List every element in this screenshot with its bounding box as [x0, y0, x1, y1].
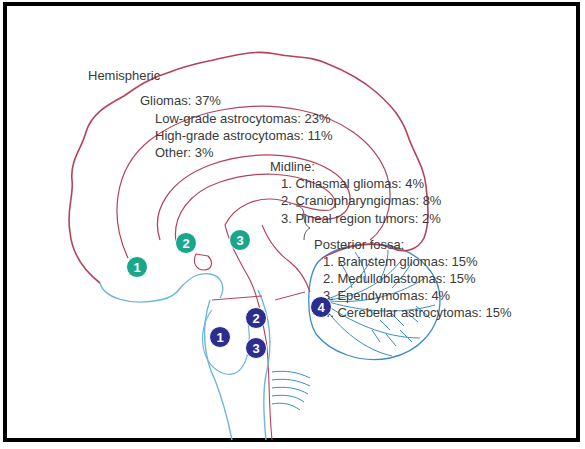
circle-fill	[311, 297, 332, 318]
circle-fill	[230, 230, 251, 251]
callout-number: 3	[236, 233, 243, 248]
tumor-label: 1. Chiasmal gliomas: 4%	[281, 176, 424, 192]
frame-border	[5, 4, 578, 440]
ventricle-line	[225, 225, 272, 440]
frontal-base	[100, 283, 182, 302]
callout-number: 2	[252, 311, 259, 326]
pons-outline	[203, 310, 250, 374]
callout-circle: 2	[175, 232, 197, 254]
hatch-line	[272, 387, 308, 394]
callout-number-holder: 3	[229, 229, 251, 251]
circle-fill	[246, 338, 267, 359]
fourth-ventricle-roof	[275, 292, 305, 300]
tumor-label: 1. Brainstem gliomas: 15%	[323, 254, 478, 270]
circle-fill	[176, 233, 197, 254]
callout-number: 2	[182, 236, 189, 251]
tumor-label: Other: 3%	[155, 145, 214, 161]
hatch-line	[272, 371, 310, 378]
tumor-label: 3. Pineal region tumors: 2%	[281, 211, 441, 227]
tumor-label: 3. Ependymomas: 4%	[323, 288, 450, 304]
tumor-label: 2. Medulloblastomas: 15%	[323, 271, 475, 287]
brainstem-left	[205, 300, 232, 440]
tumor-label: Midline:	[270, 159, 315, 175]
callout-number: 3	[252, 341, 259, 356]
callout-circle: 2	[245, 307, 267, 329]
pineal-line	[262, 225, 310, 292]
callout-number-holder: 2	[175, 232, 197, 254]
callout-number-holder: 3	[245, 337, 267, 359]
hatch-line	[272, 379, 310, 386]
callout-circle: 3	[245, 337, 267, 359]
circle-fill	[246, 308, 267, 329]
tumor-label: 2. Craniopharyngiomas: 8%	[281, 193, 441, 209]
callout-number: 1	[133, 260, 140, 275]
tumor-label: 4. Cerebellar astrocytomas: 15%	[323, 305, 512, 321]
callout-number: 1	[216, 330, 223, 345]
tumor-label: Low-grade astrocytomas: 23%	[155, 111, 331, 127]
callout-number: 4	[317, 300, 324, 315]
circle-fill	[210, 327, 231, 348]
callout-circle: 1	[209, 326, 231, 348]
callout-number-holder: 4	[310, 296, 332, 318]
cervical-hatching	[272, 371, 310, 410]
midbrain-line	[212, 296, 262, 300]
pituitary	[194, 254, 211, 270]
callout-number-holder: 1	[126, 256, 148, 278]
callout-circle: 1	[126, 256, 148, 278]
tumor-label: High-grade astrocytomas: 11%	[155, 128, 333, 144]
cerebrum-outline	[69, 52, 428, 283]
callout-circle: 3	[229, 229, 251, 251]
callout-number-holder: 2	[245, 307, 267, 329]
circle-fill	[127, 257, 148, 278]
callout-circle: 4	[310, 296, 332, 318]
tumor-label: Gliomas: 37%	[140, 93, 221, 109]
tumor-label: Posterior fossa:	[314, 237, 404, 253]
tumor-label: Hemispheric	[88, 68, 160, 84]
hatch-line	[272, 395, 304, 402]
hatch-line	[272, 403, 300, 410]
temporal-outline	[182, 274, 223, 298]
callout-number-holder: 1	[209, 326, 231, 348]
